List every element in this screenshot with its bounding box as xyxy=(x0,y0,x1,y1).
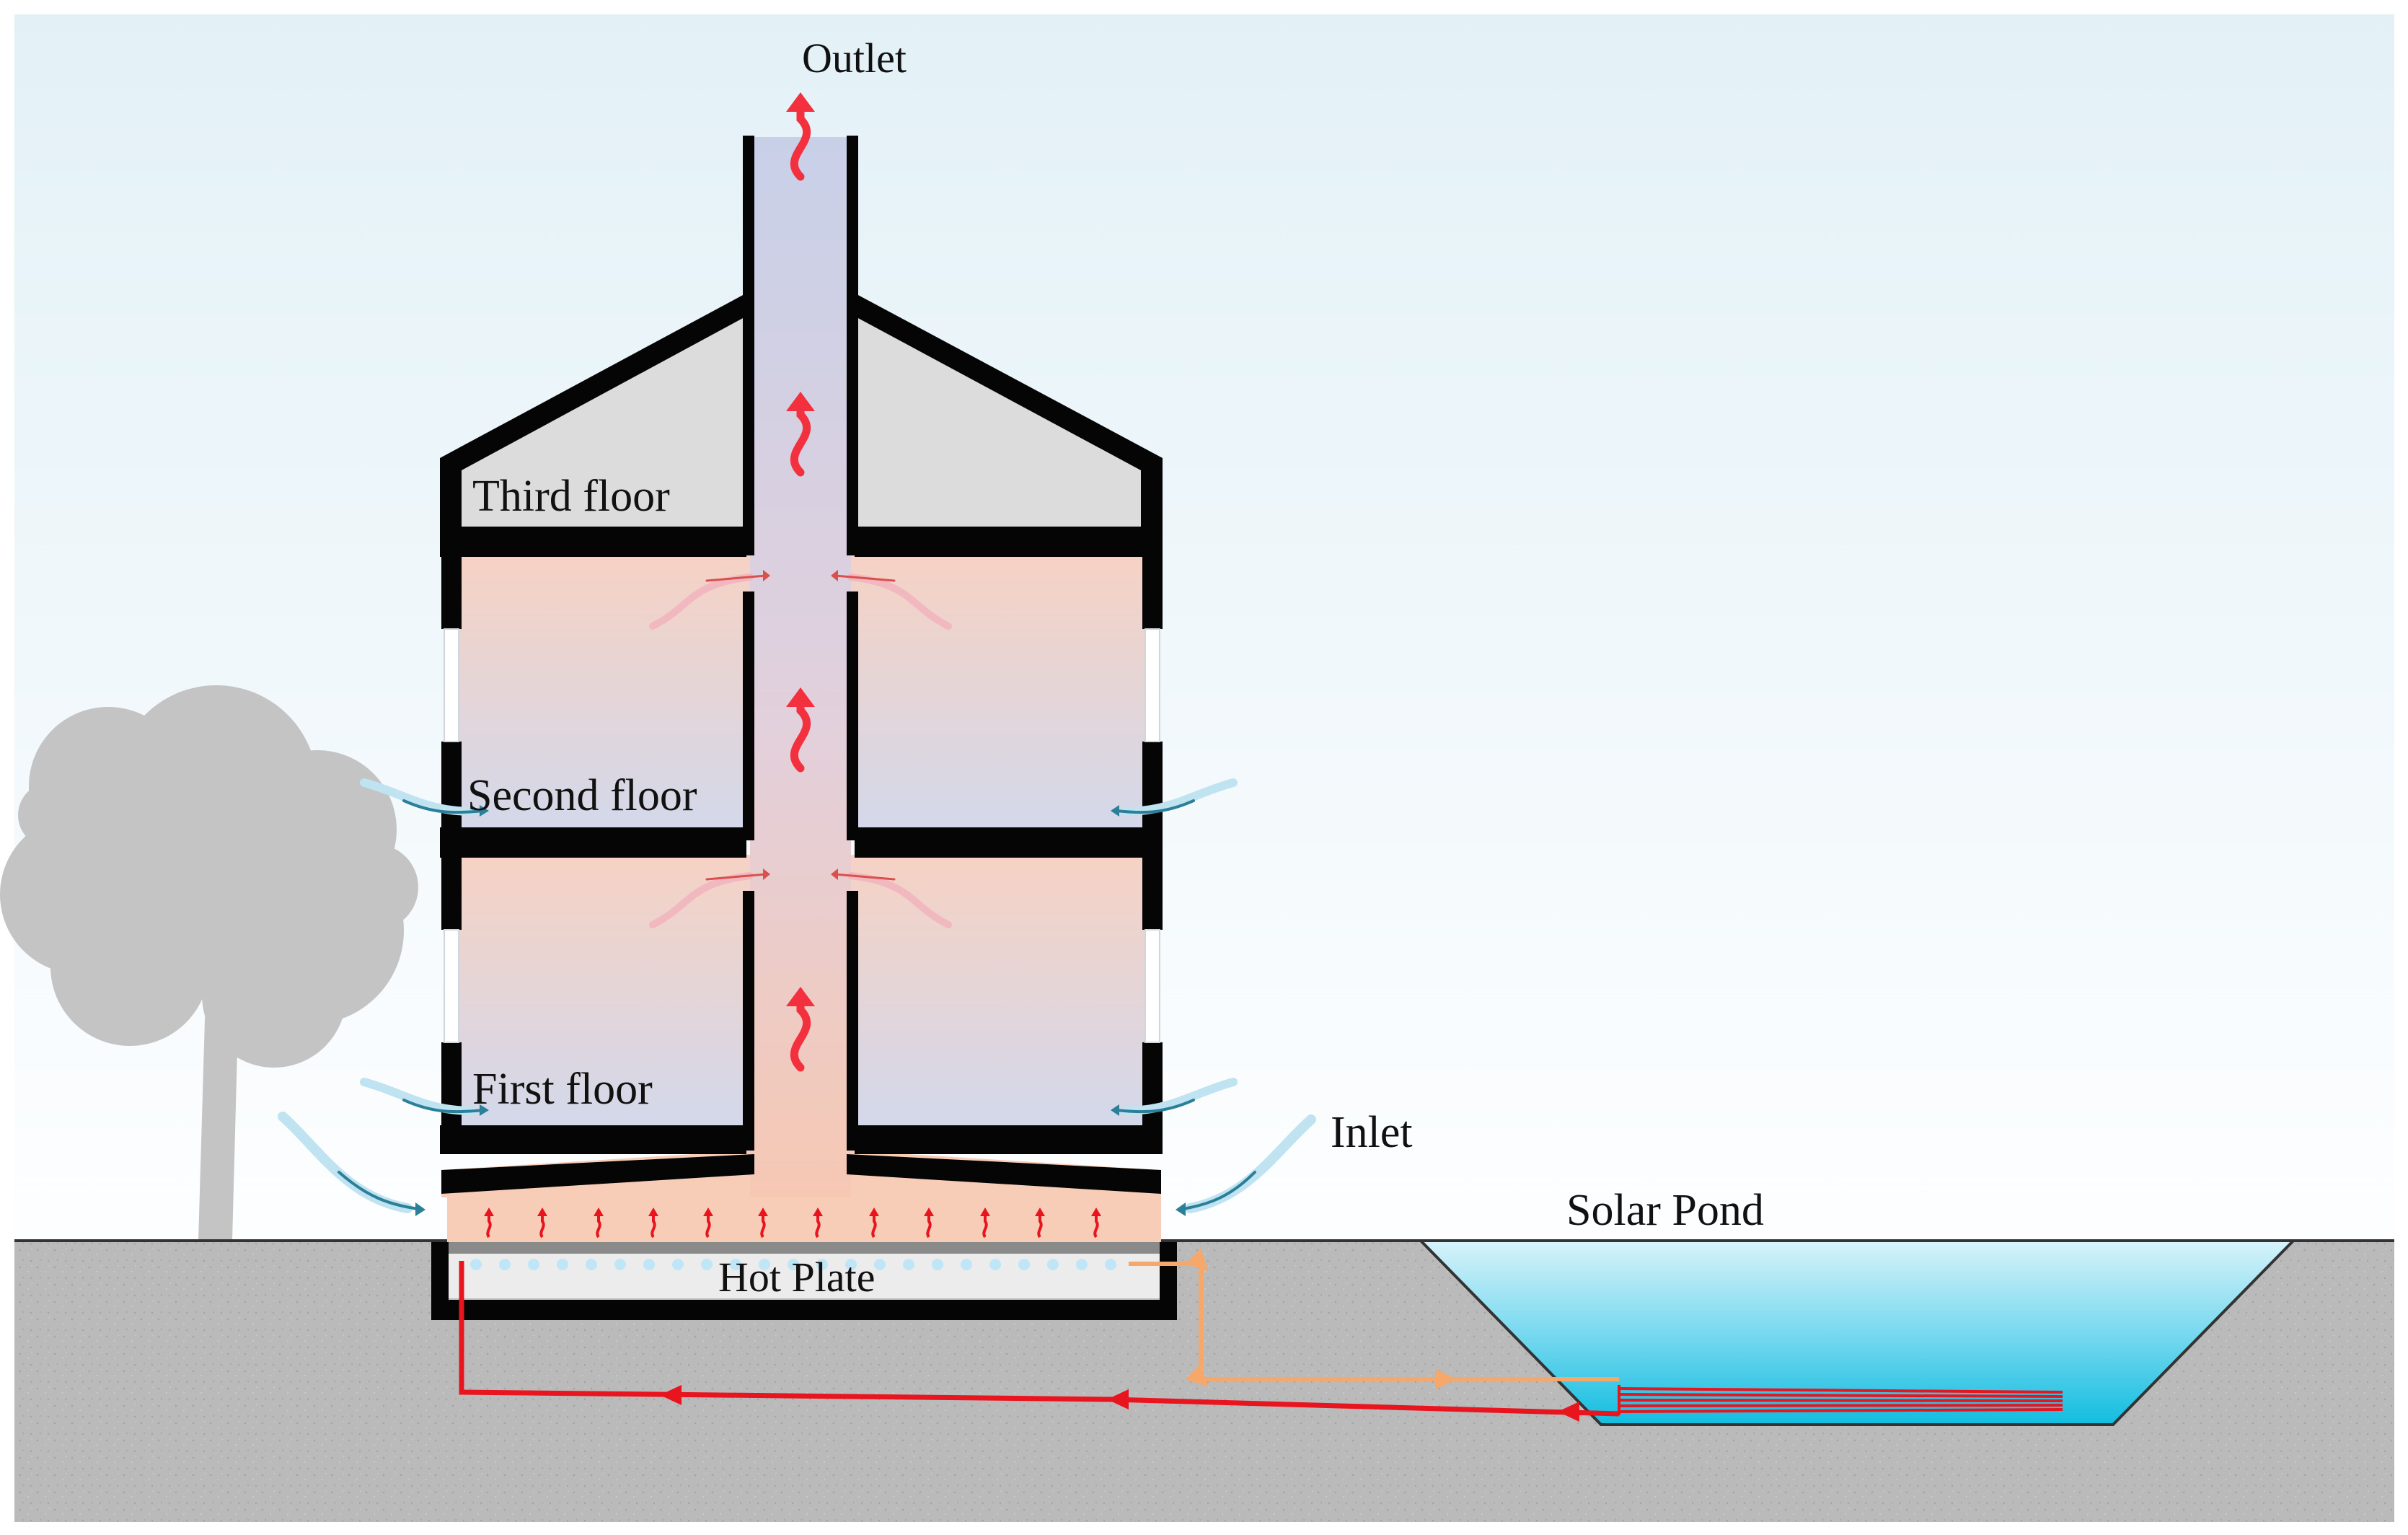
chimney-shaft xyxy=(750,137,851,1197)
hot-pipe-arrow-icon xyxy=(1558,1402,1579,1422)
inlet-arrows xyxy=(278,778,1316,1216)
pond-heat-exchanger xyxy=(1618,1385,2063,1415)
inlet-label: Inlet xyxy=(1331,1108,1413,1157)
windows xyxy=(444,628,1160,1043)
small-heat-arrow-icon xyxy=(537,1208,547,1239)
small-heat-arrow-icon xyxy=(1035,1208,1045,1239)
airflow-arrow-icon xyxy=(649,868,770,928)
hot-plate-label: Hot Plate xyxy=(718,1254,875,1301)
small-heat-arrow-icon xyxy=(758,1208,768,1239)
small-heat-arrow-icon xyxy=(484,1208,494,1239)
solar-pond-label: Solar Pond xyxy=(1566,1186,1764,1235)
return-pipe-arrow-icon xyxy=(1435,1369,1457,1389)
tree-icon xyxy=(0,685,418,1241)
airflow-arrow-icon xyxy=(649,570,770,630)
inlet-arrow-icon xyxy=(360,1078,489,1116)
inlet-arrow-icon xyxy=(1176,1114,1316,1216)
small-heat-arrow-icon xyxy=(703,1208,713,1239)
small-heat-arrow-icon xyxy=(1091,1208,1101,1239)
hot-pipe-arrow-icon xyxy=(1107,1389,1129,1409)
outlet-label: Outlet xyxy=(802,35,907,82)
inlet-arrow-icon xyxy=(1111,1078,1238,1116)
small-heat-arrow-icon xyxy=(594,1208,604,1239)
hot-plate-heat-arrows xyxy=(484,1208,1101,1239)
heat-arrow-icon xyxy=(786,392,815,477)
building-walls xyxy=(431,136,1177,1320)
inlet-arrow-icon xyxy=(1111,778,1238,817)
solar-pond xyxy=(1417,1239,2297,1426)
third-floor-label: Third floor xyxy=(472,472,670,521)
second-floor-label: Second floor xyxy=(467,771,697,820)
airflow-arrow-icon xyxy=(831,868,952,928)
first-floor-label: First floor xyxy=(472,1065,653,1114)
heat-arrow-icon xyxy=(786,687,815,773)
chimney-heat-arrows xyxy=(786,92,815,1072)
small-heat-arrow-icon xyxy=(648,1208,658,1239)
small-heat-arrow-icon xyxy=(924,1208,934,1239)
attic-left xyxy=(456,314,746,530)
small-heat-arrow-icon xyxy=(869,1208,879,1239)
inlet-arrow-icon xyxy=(278,1112,425,1216)
sky-background xyxy=(14,14,2394,1241)
small-heat-arrow-icon xyxy=(813,1208,823,1239)
collector-air-gap xyxy=(447,1197,1161,1244)
return-pipe xyxy=(1129,1248,1619,1387)
airflow-arrow-icon xyxy=(831,570,952,630)
room-exhaust-arrows xyxy=(649,570,952,928)
small-heat-arrow-icon xyxy=(980,1208,990,1239)
heat-arrow-icon xyxy=(786,987,815,1072)
hot-supply-pipe xyxy=(459,1261,1620,1417)
hot-plate-slab xyxy=(447,1242,1161,1254)
hot-pipe-arrow-icon xyxy=(660,1385,682,1405)
attic-right xyxy=(855,314,1147,530)
hot-plate-tubes xyxy=(470,1259,1116,1270)
inlet-arrow-icon xyxy=(360,778,489,817)
heat-arrow-icon xyxy=(786,92,815,181)
